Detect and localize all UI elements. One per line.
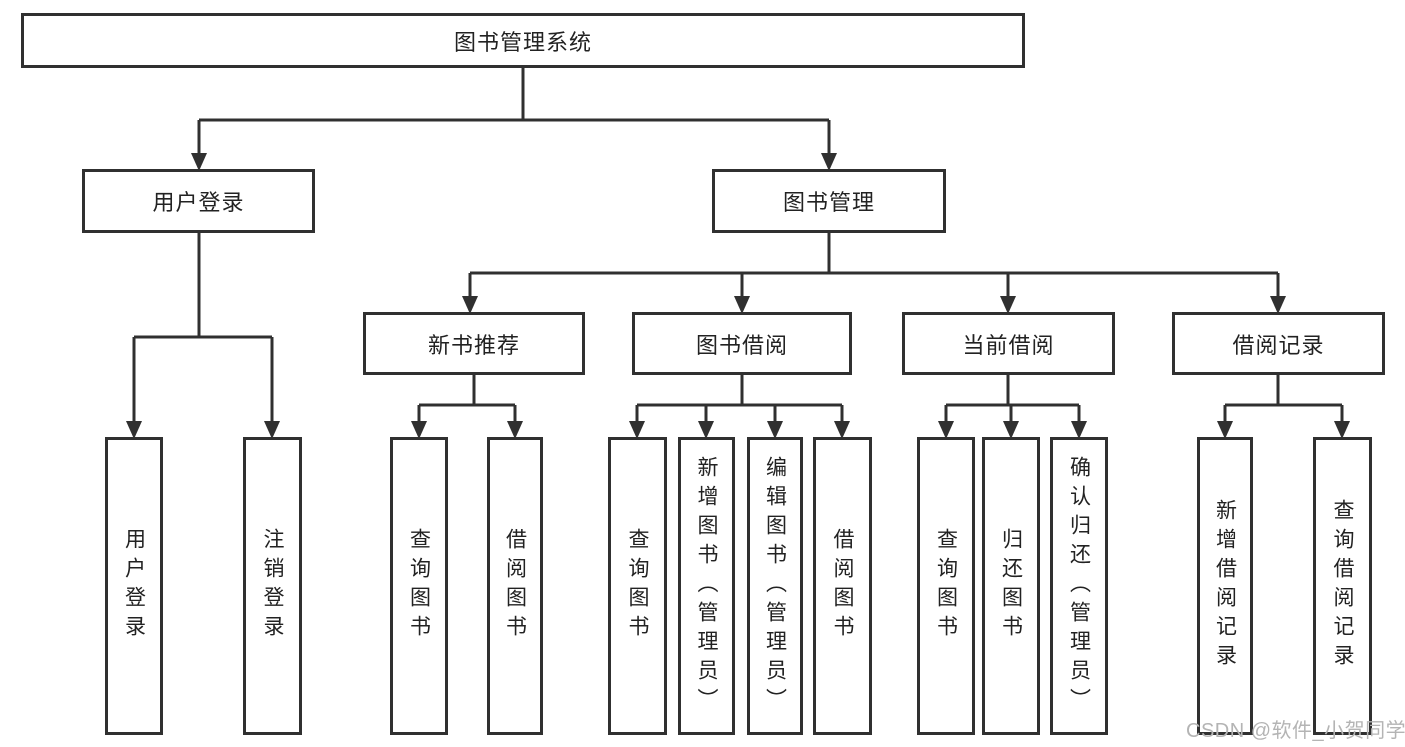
leaf-borrow-book-1: 借阅图书 (487, 437, 543, 735)
arrow-down-icon (507, 421, 523, 439)
leaf-label: 查询借阅记录 (1331, 499, 1355, 673)
arrow-down-icon (126, 421, 142, 439)
leaf-edit-book-admin: 编辑图书（管理员） (747, 437, 803, 735)
leaf-confirm-return-admin: 确认归还（管理员） (1050, 437, 1108, 735)
node-label: 新书推荐 (427, 332, 520, 358)
leaf-query-borrow-record: 查询借阅记录 (1313, 437, 1372, 735)
connector-new-book-split (417, 375, 517, 424)
arrow-down-icon (411, 421, 427, 439)
leaf-label: 借阅图书 (503, 528, 527, 644)
node-label: 当前借阅 (962, 332, 1055, 358)
leaf-label: 查询图书 (934, 528, 958, 644)
node-book-management: 图书管理 (712, 169, 946, 233)
arrow-down-icon (734, 296, 750, 314)
leaf-query-book-2: 查询图书 (608, 437, 667, 735)
leaf-label: 新增图书（管理员） (695, 455, 719, 717)
arrow-down-icon (462, 296, 478, 314)
connector-current-borrow-split (944, 375, 1081, 424)
leaf-query-book-3: 查询图书 (917, 437, 975, 735)
leaf-logout: 注销登录 (243, 437, 302, 735)
arrow-down-icon (1071, 421, 1087, 439)
leaf-label: 借阅图书 (831, 528, 855, 644)
arrow-down-icon (834, 421, 850, 439)
arrow-down-icon (1003, 421, 1019, 439)
arrow-down-icon (767, 421, 783, 439)
node-current-borrow: 当前借阅 (902, 312, 1115, 375)
node-borrow-record: 借阅记录 (1172, 312, 1385, 375)
node-user-login: 用户登录 (82, 169, 315, 233)
node-root-system: 图书管理系统 (21, 13, 1025, 68)
connector-root-split (197, 68, 831, 156)
arrowheads (126, 153, 1350, 439)
leaf-label: 注销登录 (261, 528, 285, 644)
arrow-down-icon (1217, 421, 1233, 439)
leaf-return-book: 归还图书 (982, 437, 1040, 735)
node-label: 借阅记录 (1232, 332, 1325, 358)
connector-book-borrow-split (635, 375, 844, 424)
leaf-user-login: 用户登录 (105, 437, 163, 735)
leaf-label: 确认归还（管理员） (1067, 455, 1091, 717)
leaf-label: 查询图书 (626, 528, 650, 644)
node-book-borrow: 图书借阅 (632, 312, 852, 375)
arrow-down-icon (629, 421, 645, 439)
leaf-label: 查询图书 (407, 528, 431, 644)
node-label: 用户登录 (152, 190, 245, 215)
arrow-down-icon (1334, 421, 1350, 439)
leaf-borrow-book-2: 借阅图书 (813, 437, 872, 735)
arrow-down-icon (264, 421, 280, 439)
arrow-down-icon (938, 421, 954, 439)
node-label: 图书管理 (782, 190, 875, 215)
leaf-label: 编辑图书（管理员） (763, 455, 787, 717)
leaf-add-book-admin: 新增图书（管理员） (678, 437, 735, 735)
node-label: 图书管理系统 (453, 29, 592, 55)
arrow-down-icon (698, 421, 714, 439)
leaf-label: 新增借阅记录 (1213, 499, 1237, 673)
leaf-label: 归还图书 (999, 528, 1023, 644)
arrow-down-icon (821, 153, 837, 171)
leaf-query-book-1: 查询图书 (390, 437, 448, 735)
connector-user-login-split (132, 233, 274, 424)
arrow-down-icon (1000, 296, 1016, 314)
csdn-watermark: CSDN @软件_小贺同学 (1186, 720, 1405, 742)
arrow-down-icon (1270, 296, 1286, 314)
arrow-down-icon (191, 153, 207, 171)
connector-borrow-record-split (1223, 375, 1344, 424)
node-label: 图书借阅 (695, 332, 788, 358)
leaf-add-borrow-record: 新增借阅记录 (1197, 437, 1253, 735)
connector-book-management-split (468, 233, 1280, 299)
leaf-label: 用户登录 (122, 528, 146, 644)
node-new-book-recommend: 新书推荐 (363, 312, 585, 375)
